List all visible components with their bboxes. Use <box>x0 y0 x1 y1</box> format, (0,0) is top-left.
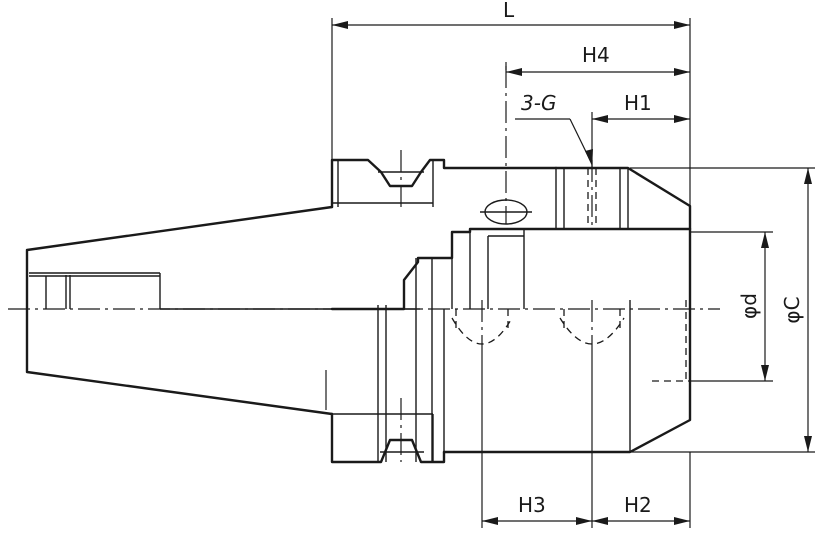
dimensions <box>331 18 815 528</box>
label-H3: H3 <box>518 493 546 517</box>
centerlines <box>8 66 720 462</box>
label-H4: H4 <box>582 43 610 67</box>
screw-holes <box>451 168 625 345</box>
neck-collar <box>330 227 692 462</box>
label-L: L <box>503 0 515 22</box>
taper-shank <box>25 205 420 416</box>
v-flange <box>330 158 558 464</box>
label-phi-d: φd <box>737 293 761 319</box>
label-H1: H1 <box>624 91 652 115</box>
label-H2: H2 <box>624 493 652 517</box>
label-3-G: 3-G <box>521 91 556 115</box>
label-phi-C: φC <box>780 296 804 323</box>
dimension-labels: L H4 H1 3-G H3 H2 φd φC <box>503 0 804 517</box>
holder-body <box>442 166 692 454</box>
